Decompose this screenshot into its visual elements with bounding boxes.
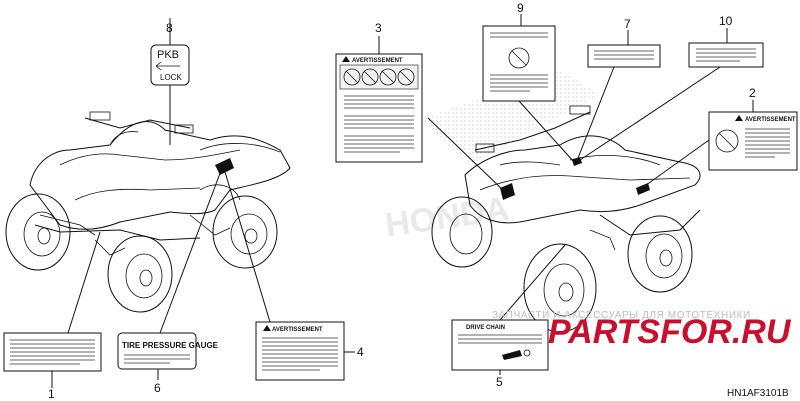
- callout-6: 6: [154, 381, 161, 395]
- prohibition-icons: [343, 68, 415, 86]
- label-4-warning-text: AVERTISSEMENT: [272, 327, 323, 333]
- tire-pressure-text: TIRE PRESSURE GAUGE: [122, 341, 219, 350]
- atv-rear-view: [431, 105, 701, 333]
- no-passenger-icon: [715, 129, 739, 153]
- leader-10: [579, 66, 721, 161]
- label-3-text-lines: [344, 95, 414, 153]
- leader-9: [518, 100, 575, 163]
- label-4-text-lines: [262, 337, 338, 371]
- no-entry-icon: [508, 47, 530, 69]
- leader-4: [224, 171, 271, 323]
- lock-text: LOCK: [160, 73, 182, 82]
- watermark-site: PARTSFOR.RU: [548, 313, 792, 351]
- label-4[interactable]: AVERTISSEMENT: [255, 321, 345, 381]
- callout-3: 3: [375, 21, 382, 35]
- callout-5: 5: [496, 375, 503, 389]
- wrench-icon: [502, 350, 522, 360]
- label-5-drive-chain[interactable]: DRIVE CHAIN: [451, 319, 549, 371]
- label-2-text-lines: [745, 128, 790, 158]
- callout-8: 8: [166, 21, 173, 35]
- callout-10: 10: [719, 14, 733, 28]
- label-5-text-lines: [458, 334, 542, 344]
- callout-4: 4: [357, 345, 364, 359]
- label-9-text-lines: [490, 74, 548, 92]
- label-2[interactable]: AVERTISSEMENT: [708, 111, 798, 171]
- label-8-pkb-lock[interactable]: PKB LOCK: [150, 44, 190, 86]
- label-10[interactable]: [688, 42, 764, 68]
- leader-3: [427, 117, 506, 193]
- label-7-text-lines: [594, 50, 654, 60]
- leader-2: [641, 139, 710, 189]
- leader-5: [499, 244, 566, 321]
- label-1-text-lines: [10, 339, 95, 365]
- label-9[interactable]: [482, 25, 556, 102]
- atv-front-view: [5, 111, 291, 313]
- label-6-text-lines: [124, 354, 190, 364]
- callout-1: 1: [48, 387, 55, 401]
- watermark-subtitle: ЗАПЧАСТИ И АКСЕССУАРЫ ДЛЯ МОТОТЕХНИКИ: [492, 310, 751, 321]
- leader-1: [67, 231, 101, 334]
- diagram-code: HN1AF3101B: [727, 388, 789, 399]
- leader-7: [577, 66, 615, 159]
- leader-6: [159, 167, 223, 334]
- label-10-text-lines: [696, 48, 756, 62]
- callout-2: 2: [749, 86, 756, 100]
- callout-7: 7: [624, 17, 631, 31]
- label-6-tire-pressure[interactable]: TIRE PRESSURE GAUGE: [117, 332, 219, 370]
- pkb-text: PKB: [157, 49, 179, 61]
- label-1[interactable]: [3, 332, 102, 372]
- label-9-top-lines: [490, 32, 548, 38]
- label-3-warning-text: AVERTISSEMENT: [352, 58, 403, 64]
- callout-9: 9: [517, 1, 524, 15]
- drive-chain-text: DRIVE CHAIN: [466, 325, 505, 331]
- label-2-warning-text: AVERTISSEMENT: [745, 117, 796, 123]
- label-3[interactable]: AVERTISSEMENT: [335, 53, 423, 163]
- label-7[interactable]: [587, 44, 661, 68]
